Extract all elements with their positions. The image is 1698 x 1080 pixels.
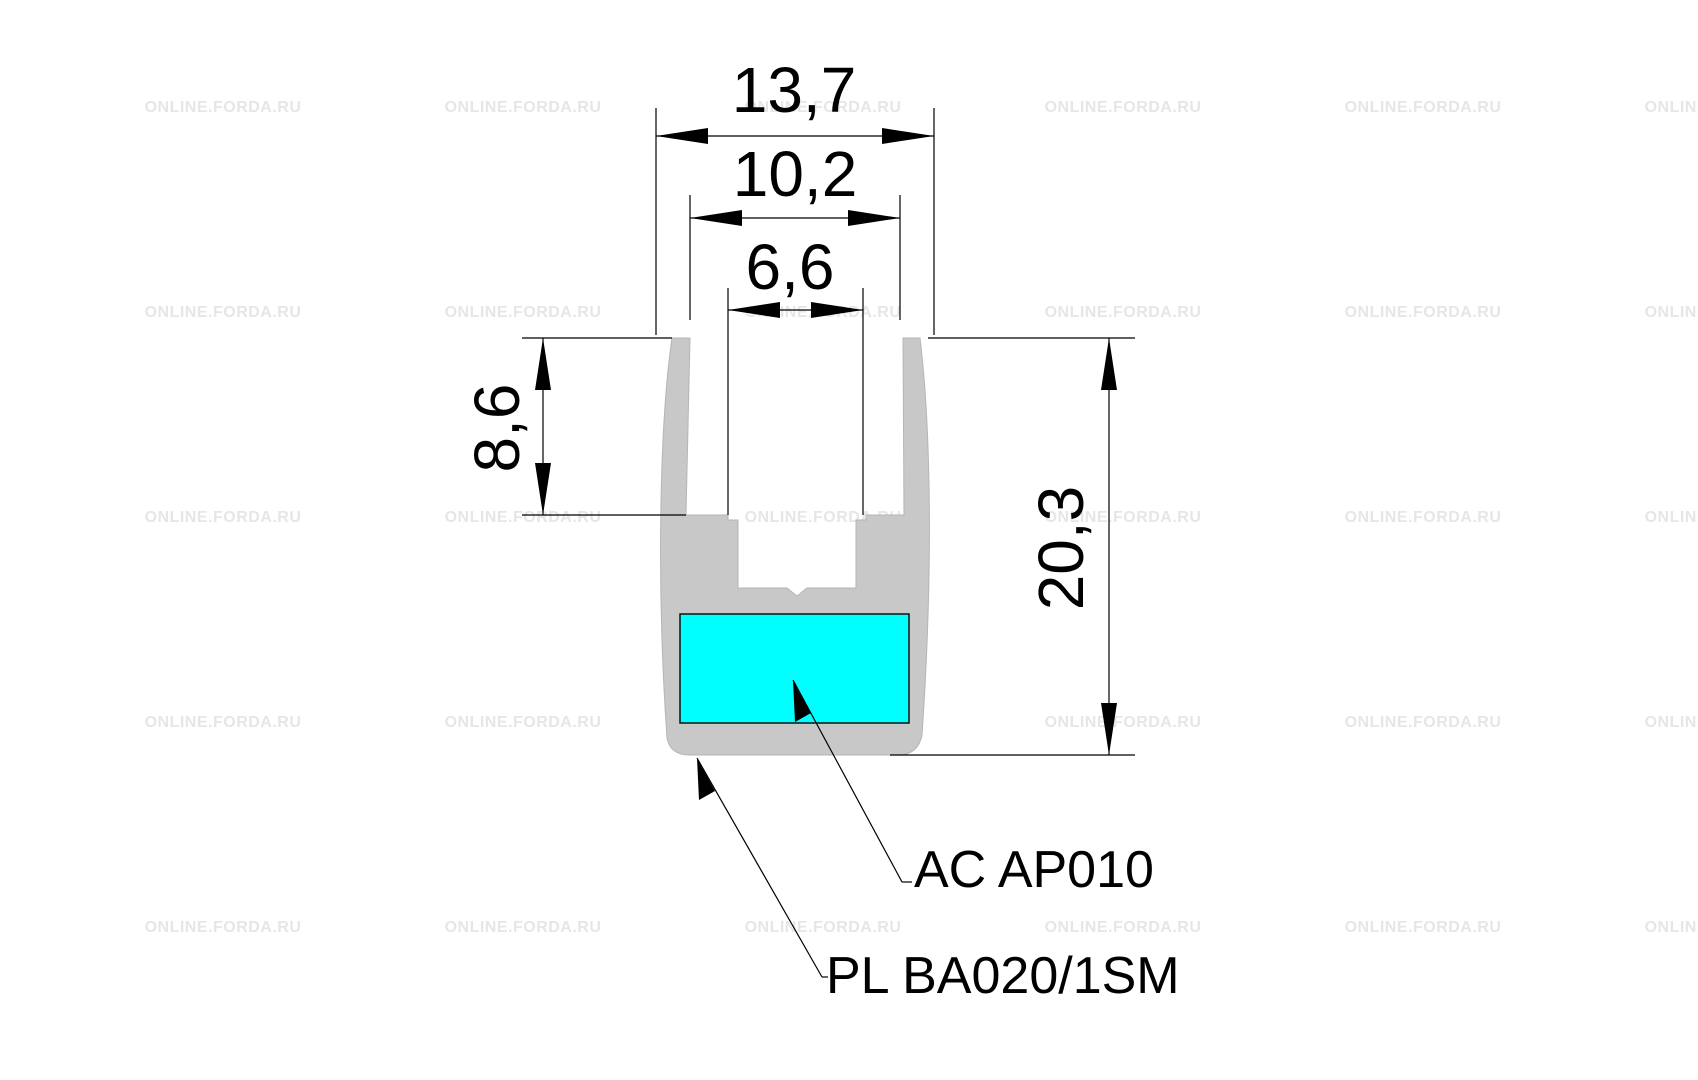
- arrowhead: [656, 128, 708, 144]
- watermark-text: ONLINE.FORDA.RU: [1645, 509, 1698, 526]
- watermark-text: ONLINE.FORDA.RU: [1645, 714, 1698, 731]
- watermark-text: ONLINE.FORDA.RU: [445, 304, 602, 321]
- arrowhead: [728, 302, 780, 318]
- callout-profile: PL BA020/1SM: [826, 947, 1180, 1005]
- watermark-text: ONLINE.FORDA.RU: [1345, 304, 1502, 321]
- callout-insert: AC AP010: [914, 841, 1154, 899]
- watermark-text: ONLINE.FORDA.RU: [145, 509, 302, 526]
- watermark-text: ONLINE.FORDA.RU: [1045, 99, 1202, 116]
- leader-line-profile: [696, 757, 823, 978]
- watermark-text: ONLINE.FORDA.RU: [1345, 509, 1502, 526]
- dim-label-overall-width: 13,7: [732, 54, 857, 126]
- arrowhead: [793, 680, 811, 722]
- watermark-text: ONLINE.FORDA.RU: [445, 509, 602, 526]
- arrowhead: [535, 338, 551, 390]
- arrowhead: [697, 758, 715, 800]
- watermark-text: ONLINE.FORDA.RU: [445, 714, 602, 731]
- watermark-text: ONLINE.FORDA.RU: [1045, 304, 1202, 321]
- watermark-text: ONLINE.FORDA.RU: [1045, 919, 1202, 936]
- arrowhead: [882, 128, 934, 144]
- watermark-text: ONLINE.FORDA.RU: [1345, 714, 1502, 731]
- arrowhead: [811, 302, 863, 318]
- watermark-text: ONLINE.FORDA.RU: [1645, 99, 1698, 116]
- dim-label-slot-depth: 8,6: [461, 384, 533, 473]
- arrowhead: [848, 210, 900, 226]
- arrowhead: [1101, 338, 1117, 390]
- watermark-text: ONLINE.FORDA.RU: [745, 919, 902, 936]
- dim-label-slot-width: 6,6: [746, 231, 835, 303]
- watermark-text: ONLINE.FORDA.RU: [445, 919, 602, 936]
- watermark-text: ONLINE.FORDA.RU: [145, 99, 302, 116]
- watermark-text: ONLINE.FORDA.RU: [745, 99, 902, 116]
- watermark-text: ONLINE.FORDA.RU: [1645, 919, 1698, 936]
- watermark-text: ONLINE.FORDA.RU: [145, 304, 302, 321]
- arrowhead: [535, 463, 551, 515]
- dim-label-overall-height: 20,3: [1025, 486, 1097, 611]
- watermark-text: ONLINE.FORDA.RU: [1645, 304, 1698, 321]
- watermark-text: ONLINE.FORDA.RU: [1045, 714, 1202, 731]
- watermark-text: ONLINE.FORDA.RU: [145, 919, 302, 936]
- watermark-text: ONLINE.FORDA.RU: [1345, 919, 1502, 936]
- watermark-text: ONLINE.FORDA.RU: [145, 714, 302, 731]
- arrowhead: [1101, 703, 1117, 755]
- watermark-text: ONLINE.FORDA.RU: [1345, 99, 1502, 116]
- arrowhead: [690, 210, 742, 226]
- watermark-text: ONLINE.FORDA.RU: [445, 99, 602, 116]
- watermark-text: ONLINE.FORDA.RU: [1045, 509, 1202, 526]
- leader-line-insert: [792, 679, 903, 883]
- dim-label-inner-width: 10,2: [733, 138, 858, 210]
